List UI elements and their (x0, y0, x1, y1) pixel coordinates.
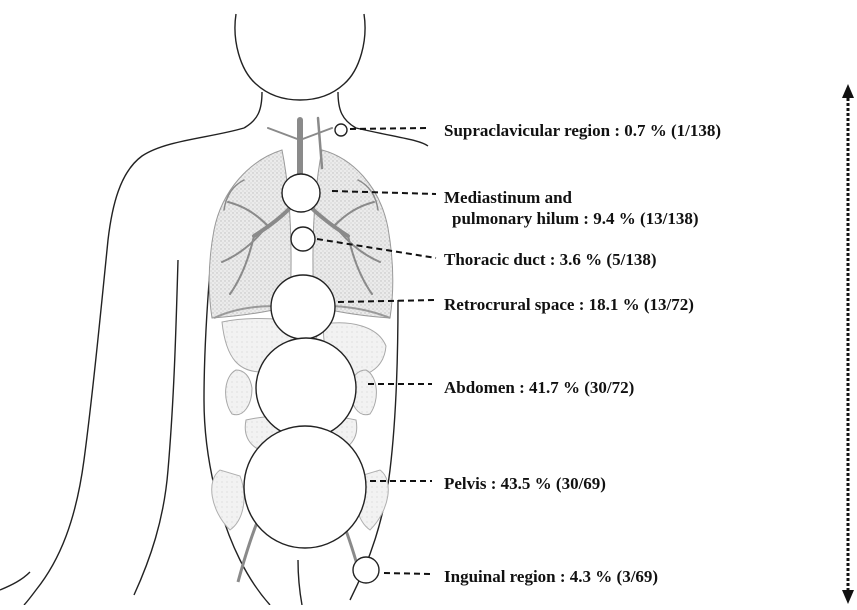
label-pelvis: Pelvis : 43.5 % (30/69) (444, 473, 606, 494)
label-supraclavicular: Supraclavicular region : 0.7 % (1/138) (444, 120, 721, 141)
label-mediastinum-line2: pulmonary hilum : 9.4 % (13/138) (444, 208, 699, 229)
neck-right-outline (338, 92, 356, 128)
arrow-up-icon (842, 84, 854, 98)
label-thoracic-duct-text: Thoracic duct : 3.6 % (5/138) (444, 249, 656, 270)
node-retrocrural (271, 275, 335, 339)
node-abdomen (256, 338, 356, 438)
kidney-left (226, 370, 252, 415)
label-retrocrural-text: Retrocrural space : 18.1 % (13/72) (444, 294, 694, 315)
label-mediastinum-line1: Mediastinum and (444, 187, 699, 208)
label-inguinal-text: Inguinal region : 4.3 % (3/69) (444, 566, 658, 587)
label-abdomen-text: Abdomen : 41.7 % (30/72) (444, 377, 634, 398)
node-thoracic-duct (291, 227, 315, 251)
iliac-left (212, 470, 244, 530)
arm-inner-left-outline (134, 260, 178, 595)
leader-inguinal (384, 573, 432, 574)
node-inguinal (353, 557, 379, 583)
label-pelvis-text: Pelvis : 43.5 % (30/69) (444, 473, 606, 494)
node-mediastinum (282, 174, 320, 212)
femoral-vessel-left (238, 520, 258, 582)
label-mediastinum: Mediastinum and pulmonary hilum : 9.4 % … (444, 187, 699, 229)
head-outline (235, 14, 365, 100)
label-retrocrural: Retrocrural space : 18.1 % (13/72) (444, 294, 694, 315)
node-pelvis (244, 426, 366, 548)
hand-left-outline (0, 572, 30, 590)
label-thoracic-duct: Thoracic duct : 3.6 % (5/138) (444, 249, 656, 270)
neck-left-outline (244, 92, 262, 128)
leader-supraclavicular (350, 128, 430, 129)
label-inguinal: Inguinal region : 4.3 % (3/69) (444, 566, 658, 587)
shoulder-left-outline (24, 128, 244, 605)
label-abdomen: Abdomen : 41.7 % (30/72) (444, 377, 634, 398)
vertical-scale-arrow (842, 84, 854, 604)
label-supraclavicular-text: Supraclavicular region : 0.7 % (1/138) (444, 120, 721, 141)
leg-divide-outline (298, 560, 302, 605)
shoulder-right-outline (356, 128, 428, 146)
node-supraclavicular (335, 124, 347, 136)
arrow-down-icon (842, 590, 854, 604)
